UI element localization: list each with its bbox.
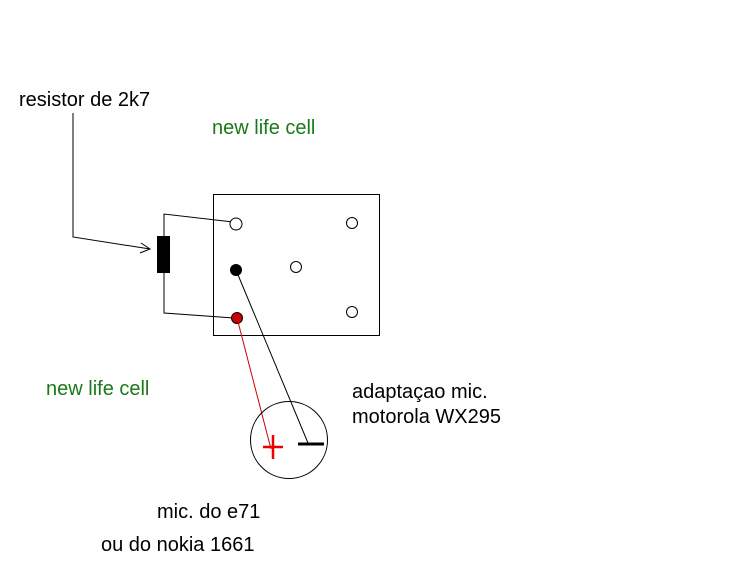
pin-bottom-right [346,306,358,318]
resistor-pointer-line [72,113,151,250]
resistor-top-lead [163,213,234,236]
resistor-bottom-lead [163,273,235,319]
resistor-body [157,236,170,273]
pin-top-right [346,217,358,229]
adaptation-label-line1: adaptaçao mic. [352,381,488,403]
negative-wire [235,269,309,444]
new-life-cell-left-label: new life cell [46,378,150,400]
microphone-circle [250,401,328,479]
connector-box [213,194,380,336]
resistor-label: resistor de 2k7 [19,89,151,111]
plus-sign-icon [263,435,283,459]
mic-label-line2: ou do nokia 1661 [101,534,255,556]
resistor-pointer-arrowhead [139,242,152,254]
mic-label-line1: mic. do e71 [157,501,261,523]
new-life-cell-top-label: new life cell [212,117,316,139]
pin-middle [290,261,302,273]
positive-wire [236,317,272,450]
adaptation-label-line2: motorola WX295 [352,406,501,428]
pin-top-left [229,217,243,231]
